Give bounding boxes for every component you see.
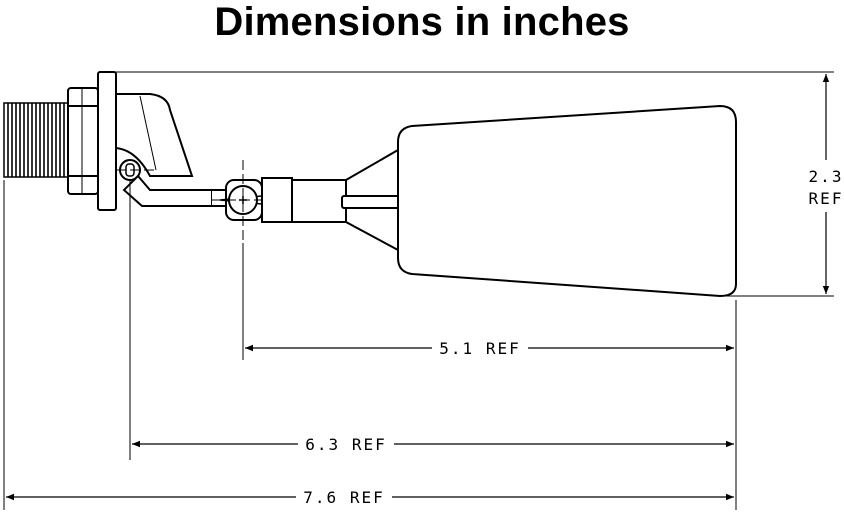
dimension-height-ref: REF: [809, 189, 844, 208]
dimension-arm-length-label: 5.1 REF: [439, 339, 520, 358]
valve-body: [115, 93, 194, 177]
extension-lines: [3, 71, 834, 510]
float-rod: [261, 148, 401, 252]
page-title: Dimensions in inches: [214, 0, 630, 44]
dimension-height: 2.3 REF: [809, 74, 844, 294]
float: [397, 104, 737, 298]
dimension-overall-length: 7.6 REF: [6, 488, 734, 507]
dimension-pivot-length-label: 6.3 REF: [305, 435, 386, 454]
pivot-pin: [116, 159, 156, 181]
dimension-height-value: 2.3: [809, 167, 844, 186]
threaded-inlet: [3, 102, 69, 178]
dimension-pivot-length: 6.3 REF: [132, 435, 734, 454]
dimension-overall-length-label: 7.6 REF: [303, 488, 384, 507]
lever-arm: [122, 174, 227, 207]
dimension-arm-length: 5.1 REF: [245, 339, 734, 358]
mounting-flange: [97, 71, 117, 211]
hex-nut: [67, 87, 99, 195]
